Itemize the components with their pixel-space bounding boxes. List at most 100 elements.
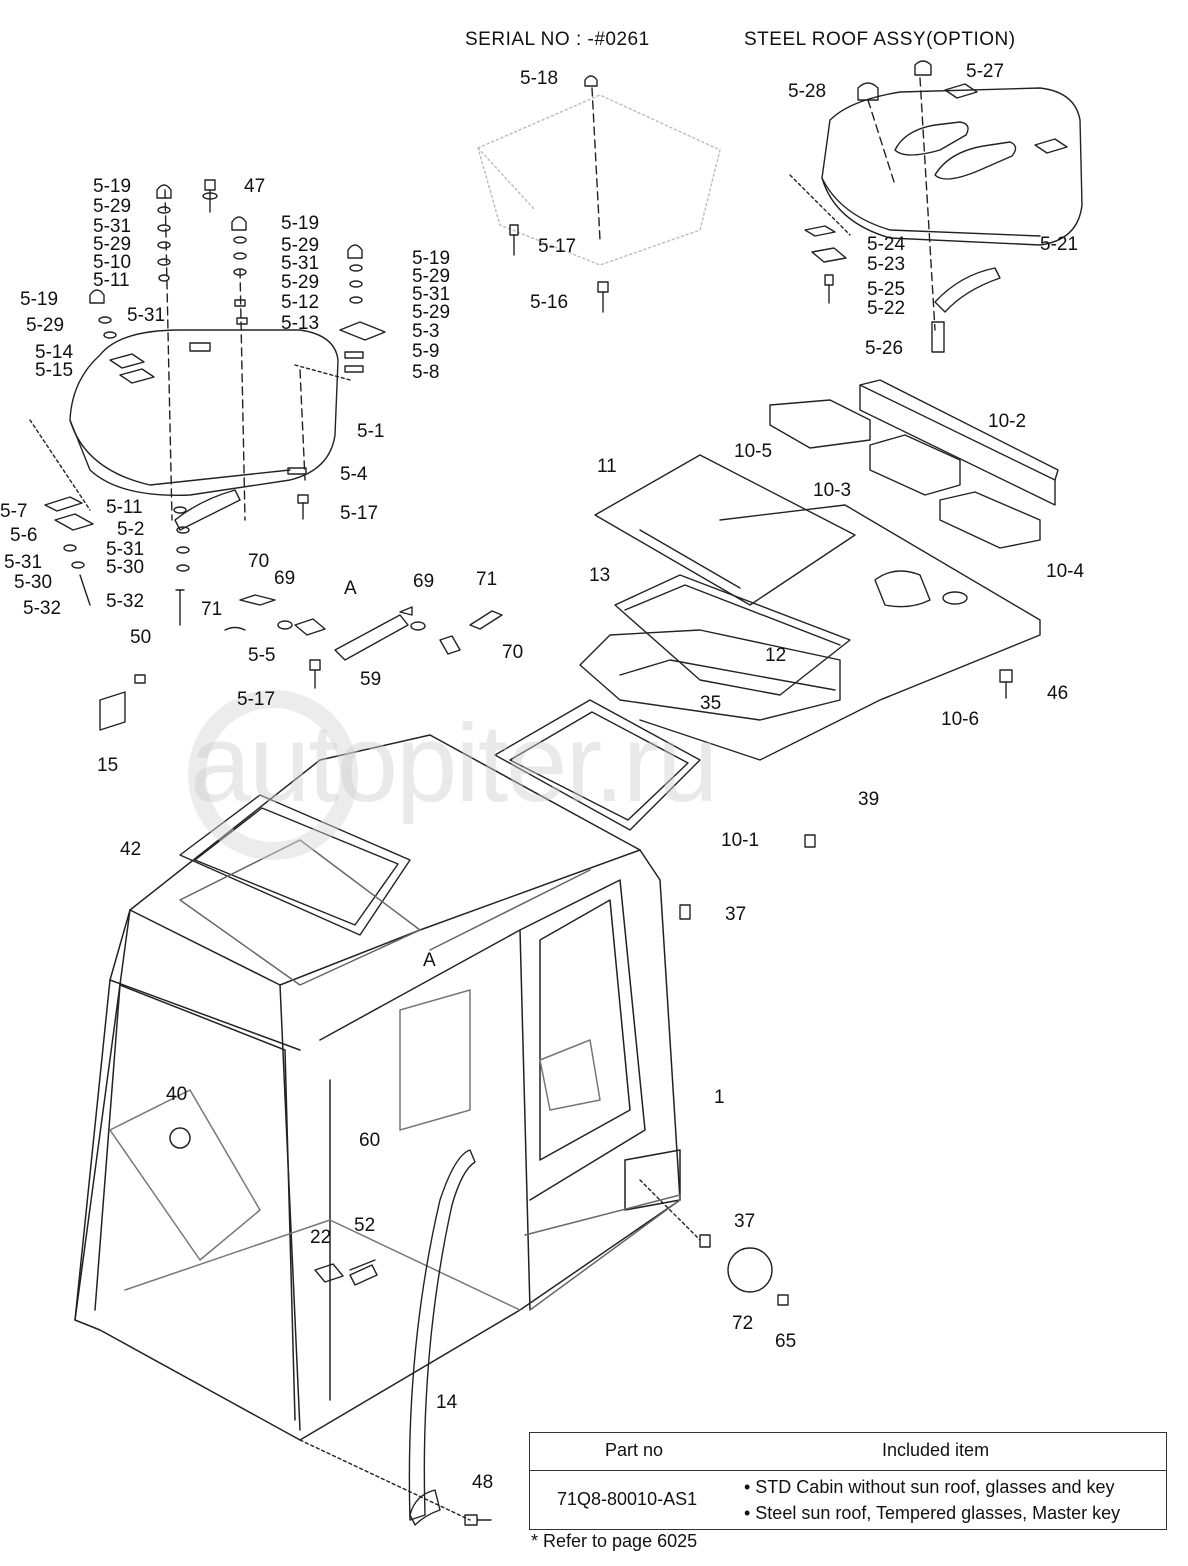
callout-5-29-d: 5-29 (281, 272, 320, 293)
callout-5-31-d: 5-31 (127, 305, 166, 326)
callout-12: 12 (765, 645, 787, 666)
callout-5-2: 5-2 (117, 519, 145, 540)
callout-5-5: 5-5 (248, 645, 276, 666)
callout-5-15: 5-15 (35, 360, 74, 381)
callout-70-b: 70 (502, 642, 524, 663)
callout-65: 65 (775, 1331, 797, 1352)
steel-roof-header: STEEL ROOF ASSY(OPTION) (744, 29, 1016, 50)
reference-note: * Refer to page 6025 (531, 1531, 698, 1551)
callout-5-31-c: 5-31 (412, 284, 451, 305)
table-cell-part-no: 71Q8-80010-AS1 (557, 1489, 698, 1509)
callout-5-19-c: 5-19 (412, 248, 451, 269)
callout-5-6: 5-6 (10, 525, 38, 546)
callout-5-19-b: 5-19 (281, 213, 320, 234)
cabin-frame (74, 734, 681, 1441)
callout-10-3: 10-3 (813, 480, 852, 501)
callout-5-31-e: 5-31 (4, 552, 43, 573)
callout-5-1: 5-1 (357, 421, 385, 442)
callout-5-12: 5-12 (281, 292, 320, 313)
callout-5-30-a: 5-30 (14, 572, 53, 593)
callout-5-18: 5-18 (520, 68, 559, 89)
callout-5-26: 5-26 (865, 338, 904, 359)
handrail-14 (408, 1149, 492, 1526)
callout-5-29-a: 5-29 (93, 196, 132, 217)
callout-A-mid: A (423, 950, 436, 971)
left-hardware (44, 496, 503, 731)
callout-5-31-b: 5-31 (281, 253, 320, 274)
callout-42: 42 (120, 839, 142, 860)
callout-5-17-top: 5-17 (538, 236, 577, 257)
callout-10-6: 10-6 (941, 709, 980, 730)
callout-5-22: 5-22 (867, 298, 906, 319)
sunroof-serial-hardware (509, 75, 609, 313)
callout-5-10: 5-10 (93, 252, 132, 273)
steel-roof-assy (789, 60, 1083, 353)
table-cell-item-1: • STD Cabin without sun roof, glasses an… (744, 1477, 1115, 1497)
washer-stacks (89, 179, 386, 626)
callout-10-2: 10-2 (988, 411, 1027, 432)
callout-1: 1 (714, 1087, 725, 1108)
callout-35: 35 (700, 693, 722, 714)
callout-5-31-f: 5-31 (106, 539, 145, 560)
callout-15: 15 (97, 755, 119, 776)
callout-72: 72 (732, 1313, 754, 1334)
included-items-table (529, 1432, 1167, 1530)
callout-5-24: 5-24 (867, 234, 906, 255)
callout-5-3: 5-3 (412, 321, 440, 342)
callout-5-11-a: 5-11 (93, 270, 130, 291)
table-header-part-no: Part no (605, 1440, 664, 1460)
callout-5-30-b: 5-30 (106, 557, 145, 578)
callout-5-27: 5-27 (966, 61, 1005, 82)
callout-5-29-c: 5-29 (281, 235, 320, 256)
callout-5-4: 5-4 (340, 464, 368, 485)
callout-10-1: 10-1 (721, 830, 760, 851)
callout-5-17-mid: 5-17 (340, 503, 379, 524)
callout-5-29-e: 5-29 (412, 266, 451, 287)
callout-13: 13 (589, 565, 611, 586)
callout-52: 52 (354, 1215, 376, 1236)
sunroof-serial-ghost (477, 94, 721, 266)
callout-48: 48 (472, 1472, 494, 1493)
table-cell-item-2: • Steel sun roof, Tempered glasses, Mast… (744, 1503, 1121, 1523)
callout-69-b: 69 (413, 571, 435, 592)
callout-39: 39 (858, 789, 880, 810)
callout-5-25: 5-25 (867, 279, 906, 300)
table-header-included-item: Included item (882, 1440, 990, 1460)
callout-60: 60 (359, 1130, 381, 1151)
callout-47: 47 (244, 176, 266, 197)
callout-71-a: 71 (201, 599, 223, 620)
callout-5-13: 5-13 (281, 313, 320, 334)
serial-header: SERIAL NO : -#0261 (465, 29, 650, 50)
glass-frame-10-1 (494, 699, 816, 848)
watermark-text: autopiter.ru (190, 702, 718, 825)
callout-5-29-g: 5-29 (26, 315, 65, 336)
callout-5-21: 5-21 (1040, 234, 1079, 255)
callout-5-28: 5-28 (788, 81, 827, 102)
callout-37-b: 37 (734, 1211, 756, 1232)
callout-5-16: 5-16 (530, 292, 569, 313)
callout-14: 14 (436, 1392, 458, 1413)
callout-5-32-b: 5-32 (106, 591, 145, 612)
callout-10-4: 10-4 (1046, 561, 1085, 582)
callout-5-32-a: 5-32 (23, 598, 62, 619)
roof-panel-right (579, 379, 1059, 761)
callout-46: 46 (1047, 683, 1069, 704)
callout-5-14: 5-14 (35, 342, 74, 363)
callout-69-a: 69 (274, 568, 296, 589)
callout-50: 50 (130, 627, 152, 648)
callout-40: 40 (166, 1084, 188, 1105)
callout-5-19-d: 5-19 (20, 289, 59, 310)
callout-5-19-a: 5-19 (93, 176, 132, 197)
callout-5-11-b: 5-11 (106, 497, 143, 518)
roof-hatch-left (29, 189, 351, 531)
callout-A-top: A (344, 578, 357, 599)
callout-11: 11 (597, 456, 617, 477)
callout-5-29-f: 5-29 (412, 302, 451, 323)
callout-37-a: 37 (725, 904, 747, 925)
callout-71-b: 71 (476, 569, 498, 590)
callout-5-8: 5-8 (412, 362, 440, 383)
table-divider (529, 1470, 1167, 1471)
callout-5-29-b: 5-29 (93, 234, 132, 255)
callout-5-9: 5-9 (412, 341, 440, 362)
